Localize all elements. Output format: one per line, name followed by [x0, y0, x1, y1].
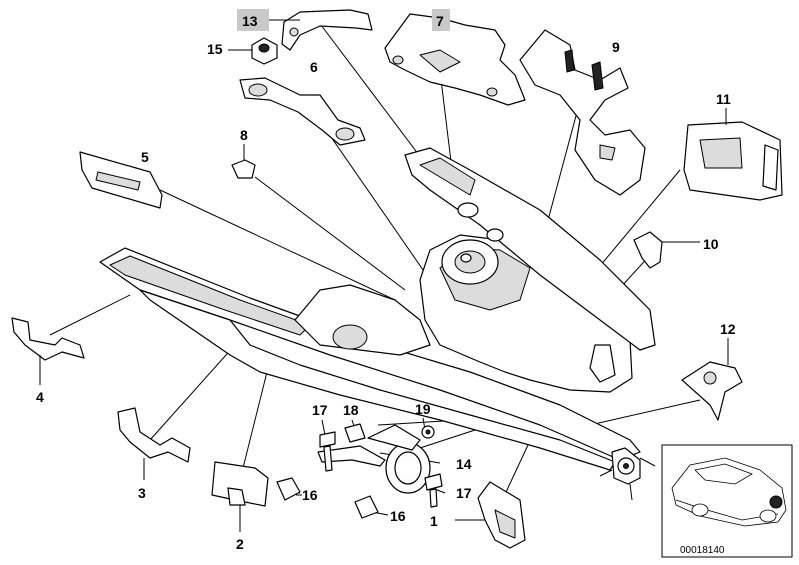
callout-5[interactable]: 5: [141, 149, 149, 165]
part-7-bracket: [384, 13, 526, 106]
fasteners: [276, 423, 443, 519]
callout-7-highlight: [432, 9, 450, 31]
callout-7[interactable]: 7: [436, 13, 444, 29]
callout-19[interactable]: 19: [415, 401, 431, 417]
callout-17b[interactable]: 17: [456, 485, 472, 501]
part-12-bracket: [681, 361, 743, 421]
callout-6[interactable]: 6: [310, 59, 318, 75]
callout-11[interactable]: 11: [716, 91, 731, 107]
callout-17a[interactable]: 17: [312, 402, 328, 418]
part-8-clip: [231, 159, 256, 179]
part-2-plate: [211, 461, 269, 507]
part-3-bracket: [117, 407, 191, 463]
image-code: 00018140: [680, 545, 725, 556]
inset-location-marker: [769, 495, 783, 509]
part-5-plate: [79, 151, 163, 209]
callout-13-highlight: [237, 9, 269, 31]
part-14-clamp: [317, 424, 431, 494]
part-4-bracket: [11, 317, 85, 361]
callout-10[interactable]: 10: [703, 236, 719, 252]
callout-12[interactable]: 12: [720, 321, 736, 337]
callout-14[interactable]: 14: [456, 456, 472, 472]
callout-labels: 13 7 15 6 9 11 8 5 10 12 4 17 18 19 14 1…: [36, 9, 736, 552]
callout-9[interactable]: 9: [612, 39, 620, 55]
callout-2[interactable]: 2: [236, 536, 244, 552]
callout-8[interactable]: 8: [240, 127, 248, 143]
callout-1[interactable]: 1: [430, 513, 438, 529]
callout-3[interactable]: 3: [138, 485, 146, 501]
callout-13[interactable]: 13: [242, 13, 258, 29]
part-11-support: [683, 121, 783, 201]
callout-15[interactable]: 15: [207, 41, 223, 57]
vehicle-inset: 00018140: [661, 444, 793, 558]
callout-16b[interactable]: 16: [390, 508, 406, 524]
callout-16a[interactable]: 16: [302, 487, 318, 503]
part-15-nut: [251, 37, 278, 65]
part-6-bracket: [239, 77, 366, 146]
part-1-bracket: [477, 481, 526, 549]
front-frame-assembly: [99, 147, 656, 501]
callout-4[interactable]: 4: [36, 389, 44, 405]
part-13-bracket: [281, 9, 373, 51]
car-silhouette: [671, 457, 787, 527]
callout-18[interactable]: 18: [343, 402, 359, 418]
part-10-clip: [633, 231, 663, 269]
part-9-bracket: [519, 29, 646, 196]
